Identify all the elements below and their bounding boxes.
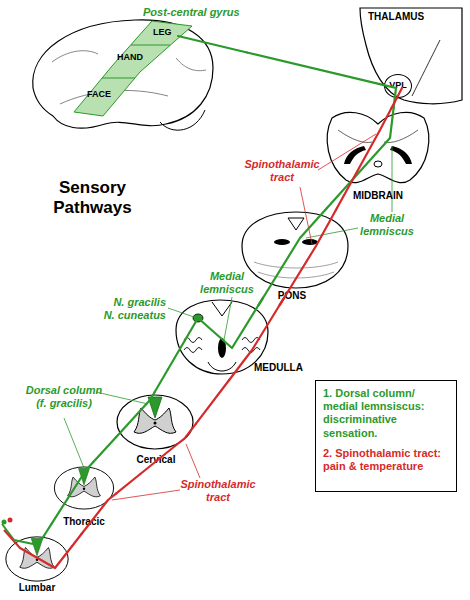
tract-connector xyxy=(394,98,395,108)
area-label: FACE xyxy=(87,89,117,100)
tract-segment xyxy=(178,36,247,53)
cord-drawing xyxy=(117,395,193,449)
tract-segment xyxy=(14,536,44,545)
legend-text: 2. Spinothalamic tract: pain & temperatu… xyxy=(323,447,449,473)
section-label: Thoracic xyxy=(52,516,116,528)
tract-connector xyxy=(325,208,327,210)
leader-line xyxy=(318,134,376,170)
tract-connector xyxy=(155,369,168,392)
brain-view: Post-central gyrusLEG HAND FACE xyxy=(25,5,247,133)
leader-line xyxy=(186,444,200,478)
section-label: MEDULLA xyxy=(254,362,308,374)
tract-segment xyxy=(82,494,117,534)
tract-connector xyxy=(72,534,82,546)
midbrain-outline xyxy=(327,112,429,182)
tract-connector xyxy=(392,98,397,108)
tract-segment xyxy=(140,424,196,474)
cord-section: Thoracic xyxy=(52,462,116,534)
ganglion-dot xyxy=(2,520,7,525)
leader-line xyxy=(300,187,312,244)
ganglion-dot xyxy=(8,518,13,523)
lemniscus-spot xyxy=(302,239,318,245)
tract-label: Spinothalamic tract xyxy=(178,478,258,504)
tract-connector xyxy=(44,523,52,536)
nigra-line xyxy=(338,130,372,143)
ventricle xyxy=(288,218,304,230)
sulcus-line xyxy=(52,51,98,62)
sulcus-line xyxy=(176,58,206,71)
tract-segment xyxy=(168,298,263,369)
cord-section: Cervical xyxy=(116,392,196,474)
root-fibre xyxy=(4,530,20,548)
tract-label: Medial lemniscus xyxy=(196,270,258,296)
leader-line xyxy=(96,392,148,404)
legend-text: 1. Dorsal column/ medial lemnsiscus: dis… xyxy=(323,387,449,440)
leader-line xyxy=(306,228,358,238)
tract-segment xyxy=(20,546,72,568)
tract-label: Spinothalamic tract xyxy=(242,158,322,184)
tract-connector xyxy=(93,437,116,462)
tract-label: Dorsal column (f. gracilis) xyxy=(24,384,104,410)
section-label: MIDBRAIN xyxy=(322,190,434,202)
nucleus-label: VPL xyxy=(385,80,411,91)
leader-line xyxy=(64,418,84,468)
tract-segment xyxy=(52,462,93,523)
area-label: HAND xyxy=(117,52,149,63)
nigra-line xyxy=(384,130,418,143)
lemniscus-spot xyxy=(218,338,226,358)
tract-connector xyxy=(196,380,229,424)
tract-label: Medial lemniscus xyxy=(356,212,418,238)
olive-symbol xyxy=(184,338,202,353)
pontine-fibres xyxy=(254,262,338,278)
pyramid-outline xyxy=(208,362,236,371)
thalamus: THALAMUS VPL xyxy=(350,5,465,107)
cerebellum-outline xyxy=(160,110,205,130)
diagram-title: Sensory Pathways xyxy=(45,178,140,219)
aqueduct xyxy=(374,161,382,167)
olive-symbol xyxy=(242,338,260,353)
tract-segment xyxy=(116,392,155,437)
leader-line xyxy=(168,308,194,317)
pons-outline xyxy=(242,212,348,288)
nucleus-spot xyxy=(193,314,203,322)
gyrus-strip xyxy=(74,21,192,116)
thalamus-line xyxy=(412,40,440,96)
area-label: LEG xyxy=(153,27,181,38)
brain-outline xyxy=(33,20,213,128)
root-fibre xyxy=(2,524,14,540)
leader-line xyxy=(112,490,180,500)
midbrain-section: MIDBRAIN xyxy=(322,108,434,208)
cord-drawing xyxy=(54,467,113,509)
lemniscus-spot xyxy=(344,146,366,164)
lemniscus-spot xyxy=(274,239,290,245)
medulla-section: MEDULLA xyxy=(168,298,308,380)
area-divider xyxy=(102,78,135,79)
structure-label: THALAMUS xyxy=(368,11,458,23)
tract-connector xyxy=(247,53,384,86)
tract-connector xyxy=(259,298,263,305)
thalamus-outline xyxy=(360,8,462,104)
area-divider xyxy=(131,45,170,46)
vpl-nucleus: VPL xyxy=(384,74,412,98)
tract-connector xyxy=(116,474,140,494)
tract-connector xyxy=(336,208,337,210)
nucleus-label: N. gracilis N. cuneatus xyxy=(102,296,166,322)
lemniscus-spot xyxy=(390,146,412,164)
leader-line xyxy=(224,297,232,340)
leader-line xyxy=(392,146,393,212)
region-label: Post-central gyrus xyxy=(143,6,247,19)
legend-box: 1. Dorsal column/ medial lemnsiscus: dis… xyxy=(315,380,457,492)
cord-section: Lumbar xyxy=(2,536,72,598)
section-label: Lumbar xyxy=(2,582,72,594)
section-label: Cervical xyxy=(116,454,196,466)
